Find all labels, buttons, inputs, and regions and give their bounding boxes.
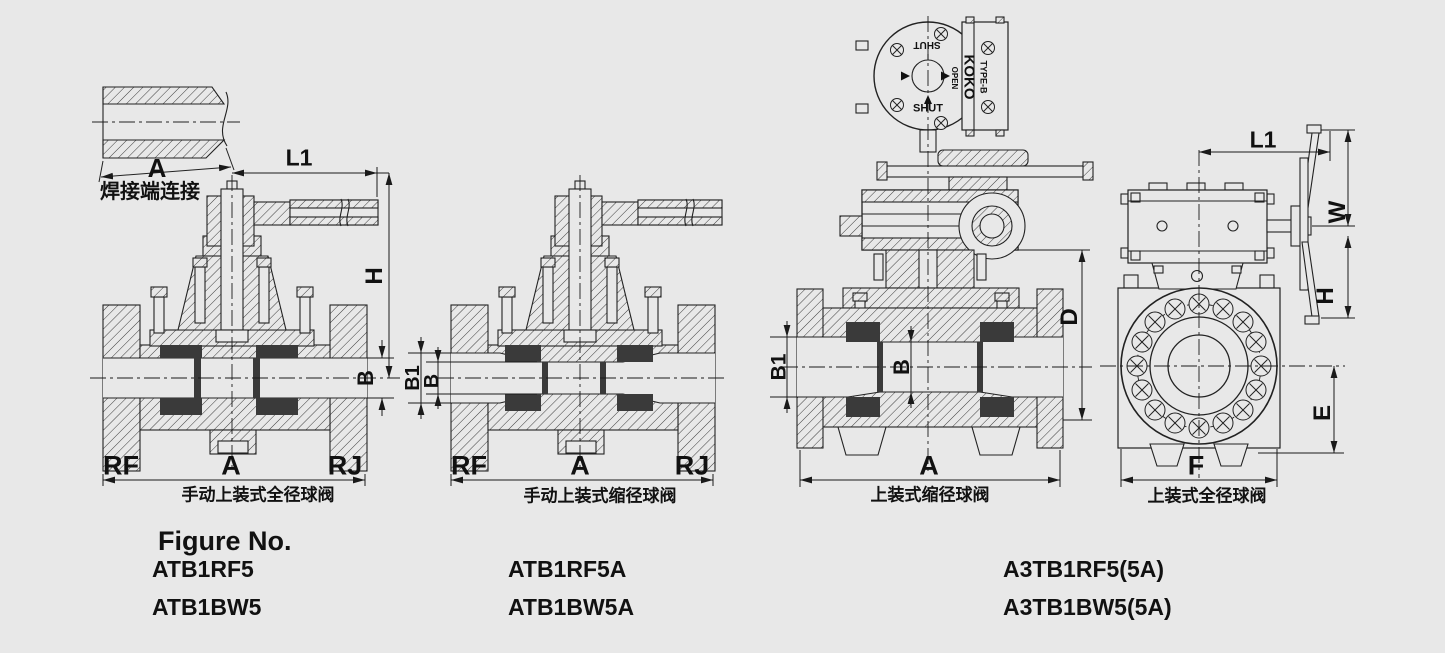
valve3-dim-b-label: B [889, 359, 914, 375]
valve2-dim-a-label: A [570, 450, 590, 481]
figure-no-item: ATB1BW5A [508, 594, 635, 620]
valve1-end-rj-label: RJ [327, 450, 363, 481]
valve1-section-drawing [102, 180, 379, 472]
valve1-dim-l1-label: L1 [285, 144, 313, 171]
valve1-dim-b-label: B [353, 370, 378, 386]
valve4-caption: 上装式全径球阀 [1147, 486, 1267, 506]
valve2-dim-b1-label: B1 [402, 365, 424, 391]
valve1-dim-a-label: A [221, 450, 241, 481]
valve3-actuator-model-label: TYPE-B [978, 60, 989, 94]
valve2-dim-b-label: B [421, 373, 443, 389]
valve4-dim-e-label: E [1309, 404, 1336, 422]
valve3-actuator-shut-top-label: SHUT [913, 39, 941, 50]
valve1-dimension-lines [90, 167, 400, 486]
valve3-dimension-lines [770, 16, 1092, 487]
valve3-caption: 上装式缩径球阀 [870, 485, 990, 505]
weld-detail-dim-a-label: A [147, 153, 167, 183]
valve3-section-drawing [796, 16, 1094, 456]
valve2-dimension-lines [408, 175, 728, 486]
valve3-actuator-open-label: OPEN [950, 66, 959, 90]
valve3-dim-d-label: D [1056, 308, 1083, 326]
valve4-dim-l1-label: L1 [1249, 126, 1277, 153]
figure-no-item: ATB1RF5 [152, 556, 254, 582]
valve1-end-rf-label: RF [103, 450, 139, 481]
valve2-end-rf-label: RF [451, 450, 487, 481]
weld-detail-caption: 焊接端连接 [100, 181, 200, 203]
valve1-caption: 手动上装式全径球阀 [181, 485, 335, 505]
valve4-dim-w-label: W [1324, 200, 1351, 224]
figure-no-item: ATB1RF5A [508, 556, 627, 582]
figure-no-item: A3TB1RF5(5A) [1003, 556, 1165, 582]
valve4-dim-f-label: F [1187, 450, 1205, 481]
valve2-end-rj-label: RJ [674, 450, 710, 481]
valve3-dim-b1-label: B1 [767, 353, 791, 381]
figure-no-item: A3TB1BW5(5A) [1003, 594, 1172, 620]
valve4-dim-h-label: H [1312, 287, 1339, 305]
valve2-section-drawing [450, 180, 723, 472]
valve3-dim-a-label: A [919, 450, 939, 481]
valve3-actuator-shut-bottom-label: SHUT [913, 102, 943, 115]
valve4-dimension-lines [1100, 129, 1355, 487]
valve1-dim-h-label: H [361, 267, 388, 285]
figure-no-title: Figure No. [158, 526, 292, 556]
valve4-front-drawing [1117, 124, 1322, 467]
valve3-actuator-brand-label: KOKO [960, 54, 978, 100]
weld-end-detail-drawing [92, 86, 240, 183]
valve2-caption: 手动上装式缩径球阀 [523, 486, 677, 506]
figure-no-item: ATB1BW5 [152, 594, 262, 620]
